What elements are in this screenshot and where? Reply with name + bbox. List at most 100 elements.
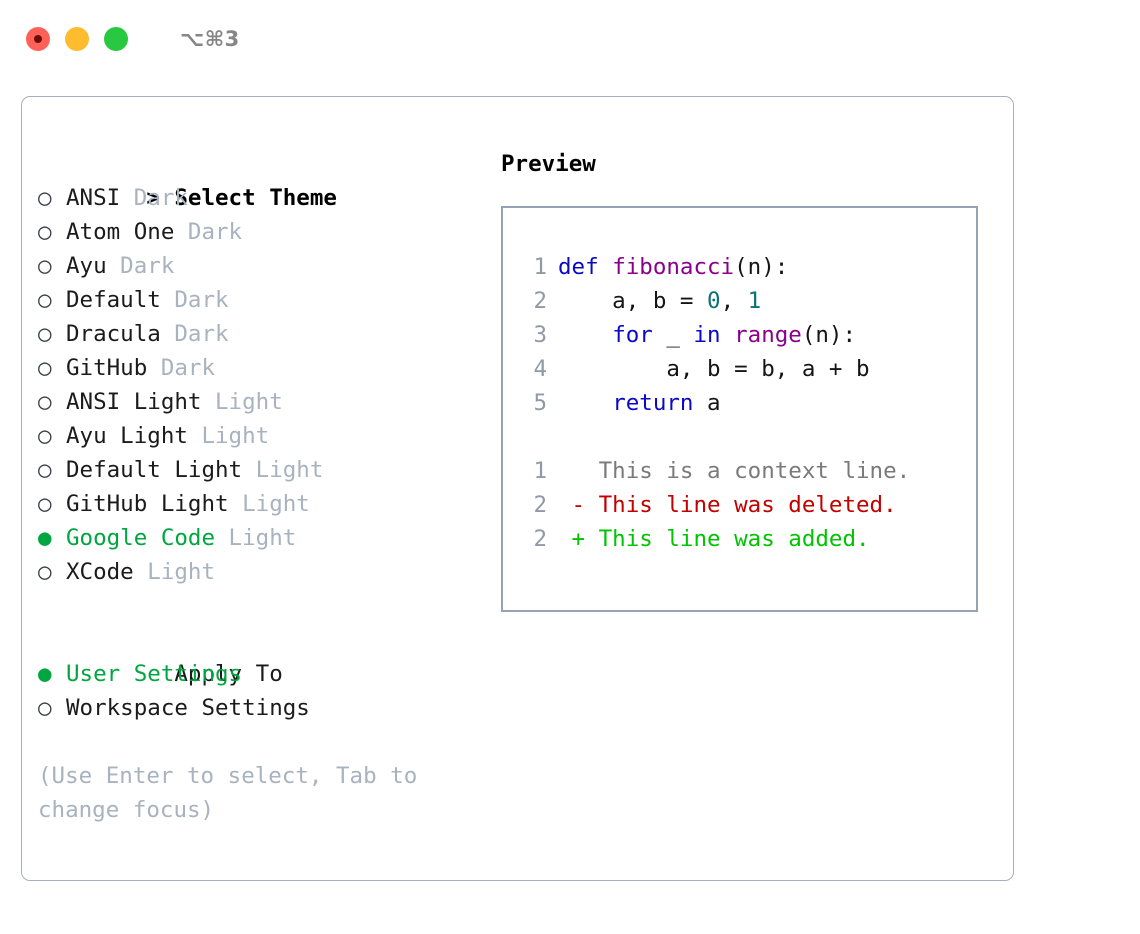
theme-option-default-light[interactable]: ○ Default Light Light bbox=[38, 453, 478, 487]
theme-variant-tag: Light bbox=[201, 389, 283, 415]
theme-option-ayu-light[interactable]: ○Ayu Light Light bbox=[38, 419, 478, 453]
code-token: (n): bbox=[734, 254, 789, 280]
diff-line-del: 2 - This line was deleted. bbox=[523, 488, 976, 522]
theme-option-label: Atom One bbox=[66, 219, 175, 245]
theme-variant-tag: Light bbox=[242, 457, 324, 483]
diff-line-text: - This line was deleted. bbox=[558, 492, 897, 518]
theme-option-ansi[interactable]: ○ANSI Dark bbox=[38, 181, 478, 215]
theme-option-ansi-light[interactable]: ○ ANSI Light Light bbox=[38, 385, 478, 419]
theme-option-label: ANSI Light bbox=[66, 389, 202, 415]
code-token: range bbox=[734, 322, 802, 348]
cursor-caret-icon: > bbox=[146, 185, 160, 211]
theme-variant-tag: Dark bbox=[160, 287, 229, 313]
line-number: 2 bbox=[533, 526, 547, 552]
theme-option-github-light[interactable]: ○ GitHub Light Light bbox=[38, 487, 478, 521]
code-token: , bbox=[720, 288, 748, 314]
code-token: def bbox=[558, 254, 613, 280]
theme-variant-tag: Dark bbox=[106, 253, 175, 279]
theme-option-google-code[interactable]: ● Google Code Light bbox=[38, 521, 478, 555]
code-token: a, b = b, a + b bbox=[558, 356, 870, 382]
theme-option-label: XCode bbox=[66, 559, 134, 585]
theme-option-github[interactable]: ○ GitHub Dark bbox=[38, 351, 478, 385]
code-diff-spacer bbox=[523, 420, 976, 454]
keyboard-shortcut-label: ⌥⌘3 bbox=[180, 27, 240, 51]
code-token: a, b = bbox=[558, 288, 708, 314]
radio-unselected-icon: ○ bbox=[38, 491, 52, 517]
theme-variant-tag: Dark bbox=[147, 355, 216, 381]
diff-line-text: + This line was added. bbox=[558, 526, 870, 552]
theme-variant-tag: Dark bbox=[174, 219, 243, 245]
theme-variant-tag: Light bbox=[228, 491, 310, 517]
apply-to-option-label: User Settings bbox=[66, 661, 243, 687]
theme-option-label: Google Code bbox=[66, 525, 216, 551]
code-line: 3 for _ in range(n): bbox=[523, 318, 976, 352]
diff-sample: 1 This is a context line.2 - This line w… bbox=[523, 454, 976, 556]
line-number: 1 bbox=[533, 254, 547, 280]
radio-unselected-icon: ○ bbox=[38, 219, 52, 245]
code-line: 4 a, b = b, a + b bbox=[523, 352, 976, 386]
theme-variant-tag: Light bbox=[215, 525, 297, 551]
radio-unselected-icon: ○ bbox=[38, 185, 52, 211]
diff-line-add: 2 + This line was added. bbox=[523, 522, 976, 556]
theme-variant-tag: Light bbox=[133, 559, 216, 585]
code-line: 2 a, b = 0, 1 bbox=[523, 284, 976, 318]
radio-unselected-icon: ○ bbox=[38, 559, 52, 585]
apply-to-heading: Apply To bbox=[38, 623, 478, 687]
radio-unselected-icon: ○ bbox=[38, 423, 52, 449]
close-button[interactable] bbox=[26, 27, 50, 51]
radio-unselected-icon: ○ bbox=[38, 355, 52, 381]
line-number: 3 bbox=[533, 322, 547, 348]
line-number: 4 bbox=[533, 356, 547, 382]
window-titlebar: ⌥⌘3 bbox=[0, 0, 1140, 78]
code-token bbox=[558, 390, 612, 416]
section-spacer bbox=[38, 589, 478, 623]
code-token: for bbox=[612, 322, 653, 348]
apply-to-heading-label: Apply To bbox=[174, 661, 283, 687]
theme-option-atom-one[interactable]: ○ Atom One Dark bbox=[38, 215, 478, 249]
line-number: 2 bbox=[533, 492, 547, 518]
code-token: 0 bbox=[707, 288, 721, 314]
theme-option-label: GitHub Light bbox=[66, 491, 229, 517]
theme-variant-tag: Dark bbox=[160, 321, 229, 347]
code-token: a bbox=[693, 390, 721, 416]
theme-option-ayu[interactable]: ○ Ayu Dark bbox=[38, 249, 478, 283]
theme-option-label: GitHub bbox=[66, 355, 148, 381]
radio-unselected-icon: ○ bbox=[38, 253, 52, 279]
code-token: fibonacci bbox=[612, 254, 735, 280]
radio-selected-icon: ● bbox=[38, 661, 52, 687]
minimize-button[interactable] bbox=[65, 27, 89, 51]
radio-unselected-icon: ○ bbox=[38, 389, 52, 415]
keyboard-hint-text: (Use Enter to select, Tab to change focu… bbox=[38, 763, 418, 823]
main-panel: >Select Theme ○ANSI Dark○Atom One Dark○A… bbox=[21, 96, 1014, 881]
select-theme-heading: > Select Theme bbox=[38, 147, 478, 211]
theme-option-label: ANSI bbox=[66, 185, 121, 211]
code-token bbox=[558, 322, 612, 348]
apply-to-option-label: Workspace Settings bbox=[66, 695, 310, 721]
theme-option-dracula[interactable]: ○Dracula Dark bbox=[38, 317, 478, 351]
code-token: _ bbox=[652, 322, 694, 348]
preview-title: Preview bbox=[501, 151, 596, 177]
code-line: 5 return a bbox=[523, 386, 976, 420]
apply-to-option-user-settings[interactable]: ● User Settings bbox=[38, 657, 478, 691]
select-theme-heading-label: Select Theme bbox=[174, 185, 337, 211]
code-line: 1 def fibonacci(n): bbox=[523, 250, 976, 284]
radio-unselected-icon: ○ bbox=[38, 287, 52, 313]
code-token: 1 bbox=[747, 288, 762, 314]
apply-to-list: ● User Settings ○Workspace Settings bbox=[38, 657, 478, 725]
zoom-button[interactable] bbox=[104, 27, 128, 51]
line-number: 1 bbox=[533, 458, 547, 484]
apply-to-option-workspace-settings[interactable]: ○Workspace Settings bbox=[38, 691, 478, 725]
code-token bbox=[721, 322, 735, 348]
code-token: (n): bbox=[801, 322, 857, 348]
theme-option-default[interactable]: ○ Default Dark bbox=[38, 283, 478, 317]
radio-selected-icon: ● bbox=[38, 525, 52, 551]
line-number: 2 bbox=[533, 288, 547, 314]
theme-option-label: Default bbox=[66, 287, 161, 313]
theme-list: ○ ANSI Dark ○ Atom One Dark ○ Ayu Dark ○ Defaul… bbox=[38, 181, 478, 589]
theme-option-label: Ayu bbox=[66, 253, 107, 279]
radio-unselected-icon: ○ bbox=[38, 457, 52, 483]
theme-option-xcode[interactable]: ○ XCode Light bbox=[38, 555, 478, 589]
theme-option-label: Default Light bbox=[66, 457, 243, 483]
